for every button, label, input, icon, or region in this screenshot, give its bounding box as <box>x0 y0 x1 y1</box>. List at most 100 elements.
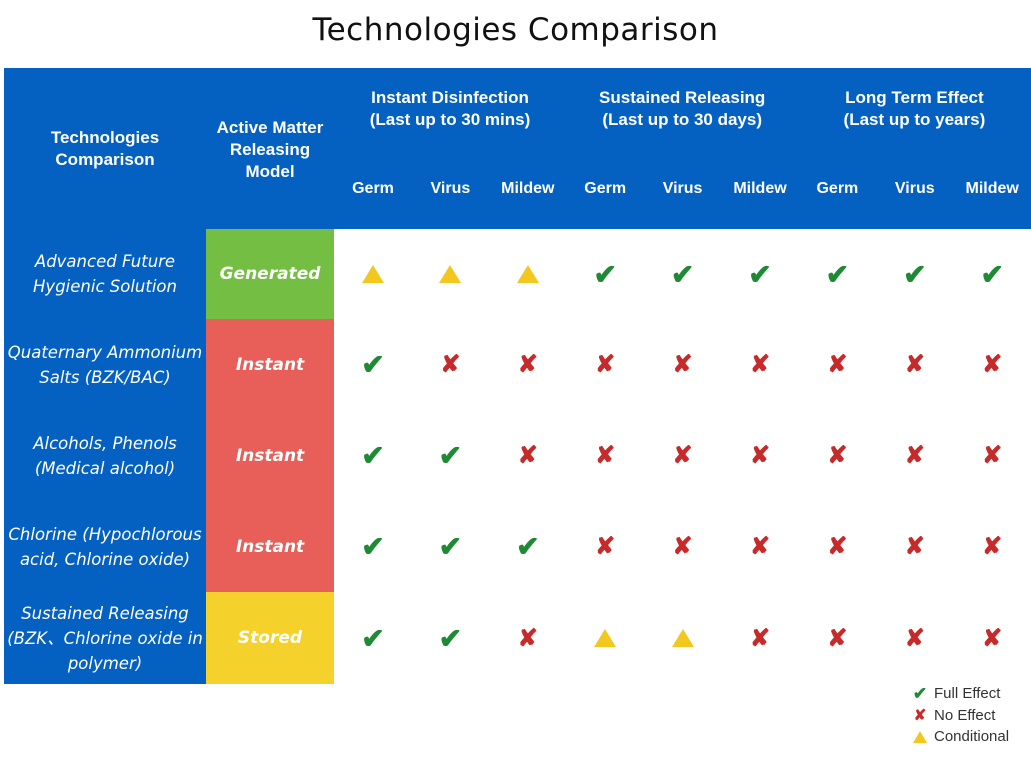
group-name: Instant Disinfection <box>371 88 529 107</box>
effect-cell: ✘ <box>721 501 799 592</box>
triangle-icon <box>439 265 462 283</box>
effect-cell <box>644 592 722 684</box>
effect-cell: ✘ <box>644 501 722 592</box>
technology-name: Sustained Releasing (BZK、Chlorine oxide … <box>7 603 203 673</box>
effect-cell: ✘ <box>953 592 1031 684</box>
check-icon: ✔ <box>361 440 385 471</box>
legend-item-conditional: Conditional <box>912 726 1009 748</box>
effect-cell: ✔ <box>334 501 412 592</box>
row-label: Sustained Releasing (BZK、Chlorine oxide … <box>4 592 206 684</box>
cross-icon: ✘ <box>904 533 925 560</box>
effect-cell: ✘ <box>721 319 799 410</box>
cross-icon: ✘ <box>827 533 848 560</box>
effect-cell: ✘ <box>489 410 567 501</box>
effect-cell: ✘ <box>798 592 876 684</box>
effect-cell: ✔ <box>876 229 954 319</box>
subheader-germ: Germ <box>584 180 627 197</box>
effect-cell: ✔ <box>334 319 412 410</box>
triangle-icon <box>516 265 539 283</box>
effect-cell: ✘ <box>953 410 1031 501</box>
effect-cell: ✘ <box>798 501 876 592</box>
check-icon: ✔ <box>593 258 617 290</box>
effect-cell: ✔ <box>798 229 876 319</box>
effect-cell: ✘ <box>876 592 954 684</box>
effect-cell: ✔ <box>411 592 489 684</box>
effect-cell: ✘ <box>644 410 722 501</box>
subheader-virus: Virus <box>662 180 703 197</box>
header-group: Sustained Releasing(Last up to 30 days) <box>566 87 798 131</box>
check-icon: ✔ <box>670 258 695 290</box>
effect-cell: ✘ <box>876 501 954 592</box>
header-group: Instant Disinfection(Last up to 30 mins) <box>334 87 566 131</box>
technology-name: Alcohols, Phenols (Medical alcohol) <box>33 433 177 478</box>
effect-cell: ✘ <box>798 410 876 501</box>
check-icon: ✔ <box>361 349 385 380</box>
cross-icon: ✘ <box>982 351 1003 378</box>
effect-cell: ✘ <box>411 319 489 410</box>
cross-icon: ✘ <box>672 533 693 560</box>
triangle-icon <box>912 730 928 743</box>
subheader-virus: Virus <box>894 180 935 197</box>
legend-item-none: ✘No Effect <box>912 705 1009 727</box>
effect-cell <box>566 592 644 684</box>
check-icon: ✔ <box>980 258 1004 290</box>
effect-cell: ✔ <box>334 592 412 684</box>
cross-icon: ✘ <box>517 351 538 378</box>
cross-icon: ✘ <box>517 442 538 469</box>
effect-cell: ✘ <box>876 410 954 501</box>
cross-icon: ✘ <box>595 533 616 560</box>
cross-icon: ✘ <box>982 442 1003 469</box>
cross-icon: ✘ <box>904 442 925 469</box>
check-icon: ✔ <box>912 684 928 703</box>
subheader-mildew: Mildew <box>965 180 1019 197</box>
subheader-mildew: Mildew <box>733 180 787 197</box>
model-cell: Stored <box>206 592 334 684</box>
effect-cell: ✘ <box>489 319 567 410</box>
cross-icon: ✘ <box>904 351 925 378</box>
effect-cell: ✘ <box>566 410 644 501</box>
model-cell: Generated <box>206 229 334 319</box>
header-group: Long Term Effect(Last up to years) <box>798 87 1030 131</box>
check-icon: ✔ <box>361 531 385 562</box>
technology-name: Quaternary Ammonium Salts (BZK/BAC) <box>7 342 203 387</box>
row-label: Advanced Future Hygienic Solution <box>4 229 206 319</box>
cross-icon: ✘ <box>749 442 771 469</box>
check-icon: ✔ <box>903 258 927 290</box>
effect-cell: ✘ <box>953 319 1031 410</box>
group-duration: (Last up to years) <box>843 110 986 129</box>
check-icon: ✔ <box>438 440 463 471</box>
subheader-virus: Virus <box>430 180 471 197</box>
cross-icon: ✘ <box>672 442 693 469</box>
legend-item-full: ✔Full Effect <box>912 684 1001 703</box>
cross-icon: ✘ <box>749 533 771 560</box>
cross-icon: ✘ <box>749 624 771 652</box>
effect-cell <box>334 229 412 319</box>
effect-cell: ✘ <box>953 501 1031 592</box>
cross-icon: ✘ <box>982 624 1003 652</box>
effect-cell: ✔ <box>644 229 722 319</box>
row-label: Alcohols, Phenols (Medical alcohol) <box>4 410 206 501</box>
effect-cell: ✘ <box>489 592 567 684</box>
effect-cell: ✔ <box>721 229 799 319</box>
table-header <box>4 68 1031 229</box>
technology-name: Advanced Future Hygienic Solution <box>33 252 177 296</box>
cross-icon: ✘ <box>827 351 848 378</box>
group-duration: (Last up to 30 days) <box>602 110 762 129</box>
effect-cell: ✔ <box>411 501 489 592</box>
effect-cell: ✔ <box>411 410 489 501</box>
effect-cell: ✔ <box>566 229 644 319</box>
check-icon: ✔ <box>438 622 463 654</box>
cross-icon: ✘ <box>517 624 538 652</box>
model-cell: Instant <box>206 410 334 501</box>
cross-icon: ✘ <box>904 624 925 652</box>
cross-icon: ✘ <box>672 351 693 378</box>
check-icon: ✔ <box>361 622 385 654</box>
effect-cell: ✘ <box>721 592 799 684</box>
row-label: Chlorine (Hypochlorous acid, Chlorine ox… <box>4 501 206 592</box>
effect-cell: ✔ <box>334 410 412 501</box>
page-title: Technologies Comparison <box>312 12 719 48</box>
effect-cell <box>489 229 567 319</box>
cross-icon: ✘ <box>749 351 771 378</box>
legend: ✔Full Effect ✘No Effect Conditional <box>912 683 1009 748</box>
cross-icon: ✘ <box>913 706 927 724</box>
